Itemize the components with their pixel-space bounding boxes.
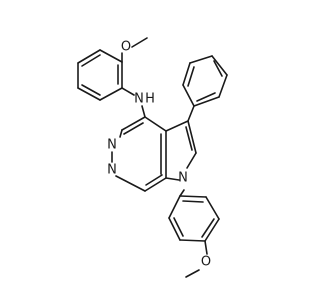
structure-diagram: O N H N N N O	[77, 37, 228, 278]
bond-layer	[77, 37, 228, 278]
pyrrole-ring	[165, 120, 197, 181]
atom-label-n1: N	[107, 163, 117, 178]
bond-nh-c4	[141, 105, 146, 118]
bond-methyl-o-top	[131, 37, 148, 48]
pyrimidine-ring	[111, 116, 167, 192]
atom-label-n7: N	[178, 171, 188, 186]
molecule-canvas: O N H N N N O	[77, 37, 228, 278]
atom-label-o-top: O	[121, 40, 131, 55]
bond-o-methyl-bottom	[185, 269, 200, 278]
bond-aryl-nh	[121, 87, 135, 96]
atom-label-o-bottom: O	[201, 255, 211, 270]
bond-c5-phenyl	[187, 105, 195, 122]
methoxyphenyl-ring-top	[77, 49, 123, 101]
methoxyphenyl-ring-bottom	[168, 195, 220, 242]
atom-label-n3: N	[107, 138, 117, 153]
phenyl-ring	[182, 55, 228, 107]
atom-label-nh-n: N	[134, 92, 144, 107]
atom-label-nh-h: H	[145, 92, 155, 107]
bond-n7-aryl	[179, 189, 185, 197]
atom-label-layer: O N H N N N O	[107, 40, 211, 270]
bond-aryl-o-bottom	[204, 240, 208, 255]
